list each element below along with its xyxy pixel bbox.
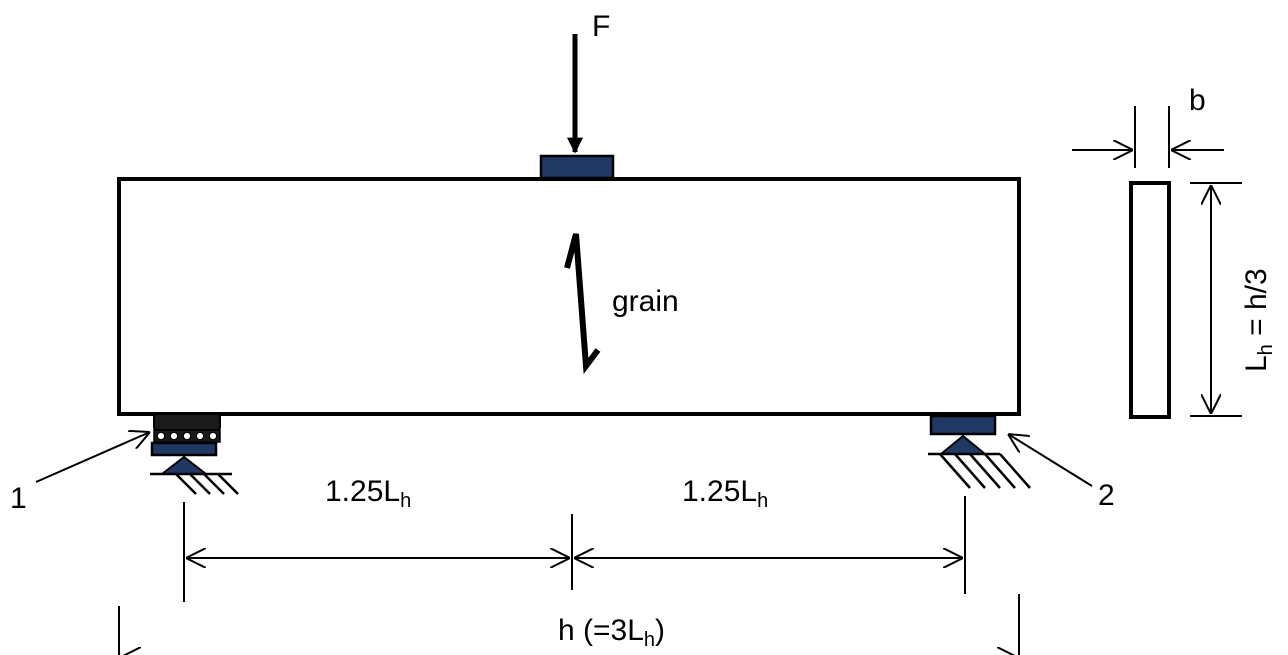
support-1-roller — [150, 413, 239, 495]
grain-label: grain — [612, 285, 679, 318]
support-2-label: 2 — [1098, 479, 1115, 512]
total-length-label: h (=3Lh) — [558, 614, 666, 651]
load-plate — [539, 154, 615, 180]
support-2-leader — [1008, 434, 1093, 487]
support-2-pin — [928, 414, 1031, 489]
cross-section — [1129, 181, 1171, 419]
force-label: F — [592, 10, 611, 43]
span-right-label: 1.25Lh — [682, 475, 769, 512]
grain-direction-indicator — [564, 233, 601, 375]
support-1-leader — [35, 432, 150, 483]
section-height-label: Lh = h/3 — [1240, 268, 1277, 372]
support-1-label: 1 — [10, 482, 27, 515]
beam-specimen — [117, 177, 1021, 416]
width-label: b — [1189, 84, 1206, 117]
span-left-label: 1.25Lh — [325, 475, 412, 512]
